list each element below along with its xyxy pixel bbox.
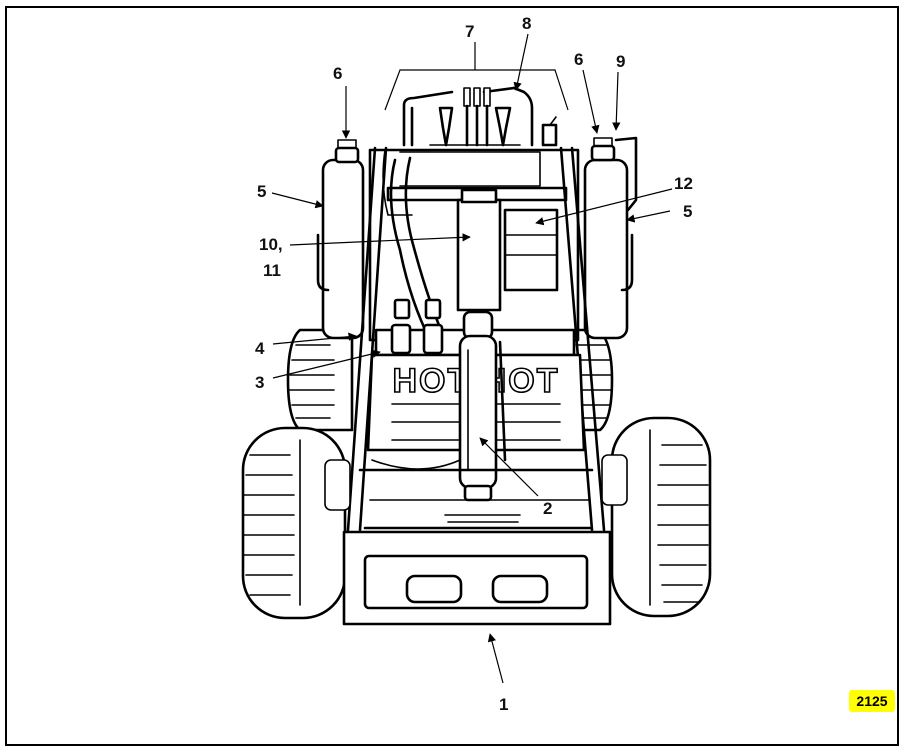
callout-2: 2	[543, 499, 552, 518]
hose-left	[389, 158, 432, 342]
callout-6-left: 6	[333, 64, 342, 83]
figure-id-badge: 2125	[849, 690, 895, 712]
callout-8: 8	[522, 14, 531, 33]
left-tank	[316, 139, 365, 340]
lift-cylinder	[456, 188, 502, 312]
loader-arms	[346, 146, 606, 532]
callout-6-right: 6	[574, 50, 583, 69]
callout-4: 4	[255, 339, 265, 358]
right-tank	[583, 136, 638, 340]
callout-12: 12	[674, 174, 693, 193]
lower-chassis	[358, 459, 594, 530]
callout-11: 11	[263, 261, 281, 280]
mounting-plate	[342, 530, 612, 626]
rear-left-wheel	[286, 328, 354, 432]
callout-5-left: 5	[257, 182, 266, 201]
front-right-wheel	[601, 416, 712, 618]
callout-numbers: 1 2 3 4 5 5 6 6 7 8 9 10, 11 12	[255, 14, 693, 714]
callout-7: 7	[465, 22, 474, 41]
control-levers	[402, 86, 558, 147]
leader-lines	[271, 33, 673, 684]
callout-1: 1	[499, 695, 508, 714]
quick-couplers	[390, 298, 444, 355]
callout-10: 10,	[259, 235, 283, 254]
valve-block	[503, 208, 559, 292]
callout-9: 9	[616, 52, 625, 71]
tilt-cylinder	[458, 310, 507, 502]
callout-5-right: 5	[683, 202, 692, 221]
callout-3: 3	[255, 373, 264, 392]
loader-front-view-illustration: HOT HOT	[241, 14, 712, 714]
front-left-wheel	[241, 426, 351, 620]
